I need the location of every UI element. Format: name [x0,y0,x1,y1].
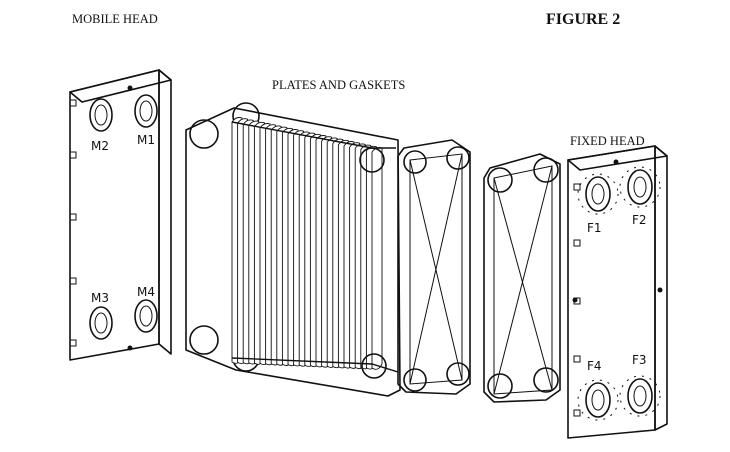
fixed-head-caption: FIXED HEAD [570,134,645,148]
port-f4 [577,379,619,421]
port-f1 [577,173,619,215]
port-label-m1: M1 [137,133,155,147]
fixed-head-notches [573,183,581,417]
plates-gaskets-caption: PLATES AND GASKETS [272,78,406,92]
port-label-f3: F3 [632,353,647,367]
port-m4 [134,299,158,333]
fixed-head: F1 F2 F4 F3 [567,145,668,439]
port-m2 [89,98,113,132]
port-label-m4: M4 [137,285,155,299]
mobile-head-notches [69,99,77,347]
pleated-plates [231,117,399,373]
port-label-f2: F2 [632,213,647,227]
port-m1 [134,94,158,128]
port-label-f4: F4 [587,359,602,373]
port-f3 [619,375,661,417]
pack-bottom-edge [231,357,399,373]
port-label-f1: F1 [587,221,602,235]
mobile-head: M2 M1 M3 M4 [69,69,172,361]
single-plate [483,153,561,403]
port-f2 [619,166,661,208]
plate-26 [371,147,383,370]
plate-stack [185,102,471,397]
mobile-head-caption: MOBILE HEAD [72,12,158,26]
port-label-m2: M2 [91,139,109,153]
port-m3 [89,306,113,340]
figure-label: FIGURE 2 [546,11,621,28]
port-label-m3: M3 [91,291,109,305]
